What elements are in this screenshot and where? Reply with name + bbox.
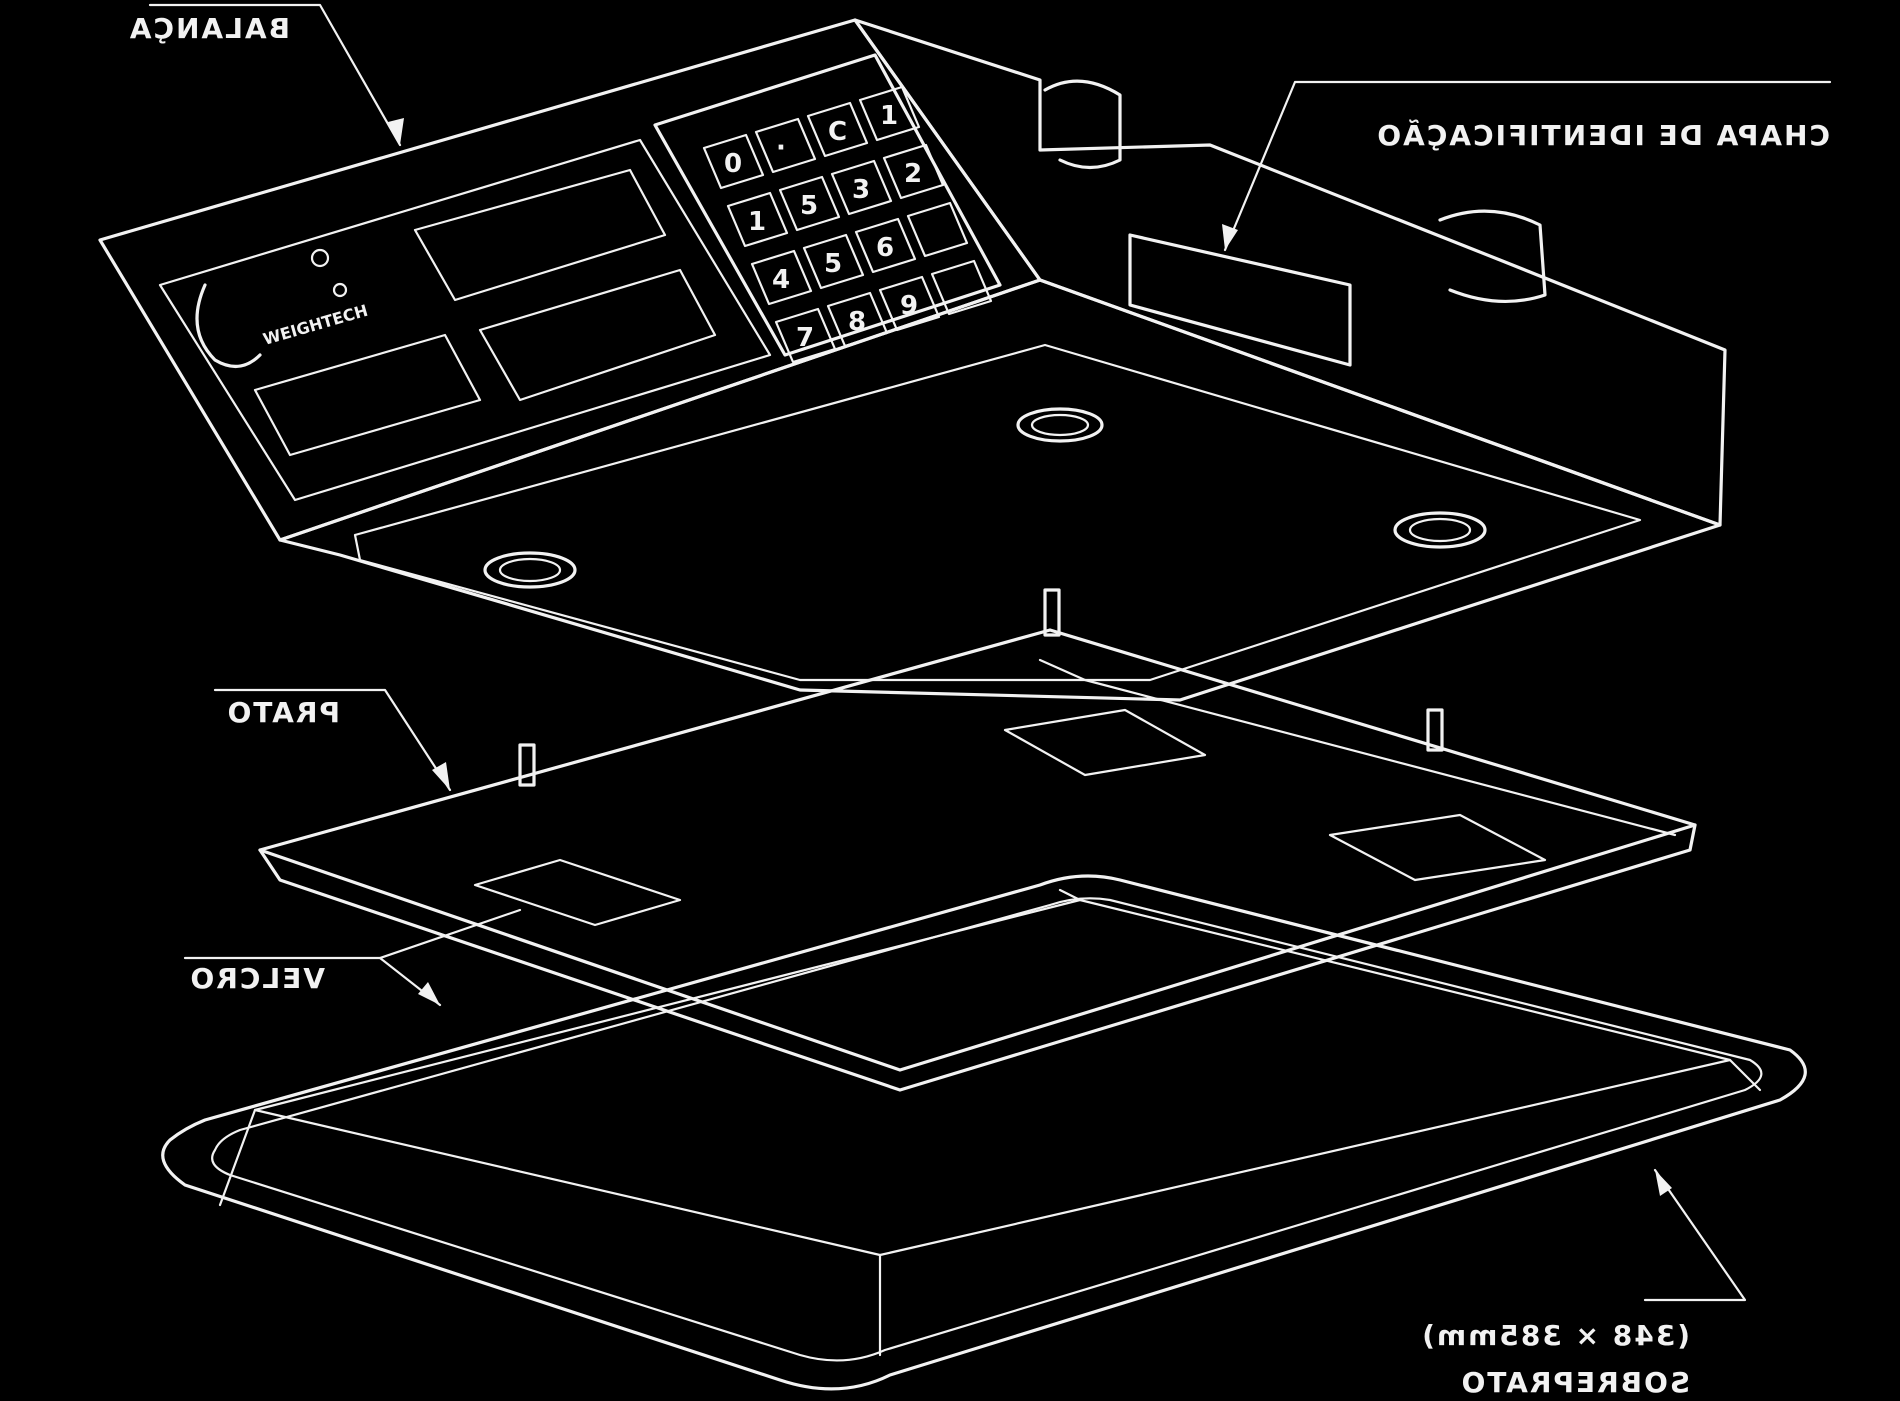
velcro-patch — [1328, 813, 1547, 882]
indicator-light — [332, 282, 348, 298]
labels: BALANÇA CHAPA DE IDENTIFICAÇÃO PRATO VEL… — [128, 12, 1830, 1399]
label-balanca: BALANÇA — [128, 12, 290, 45]
foot — [483, 551, 577, 589]
label-sobreprato: SOBREPRATO — [1460, 1366, 1690, 1399]
foot-inner — [1408, 517, 1472, 543]
label-velcro: VELCRO — [188, 962, 325, 995]
leader-lines — [148, 3, 1832, 1302]
keypad-key-label: 1 — [748, 207, 766, 237]
keypad-key-label: 2 — [904, 159, 922, 189]
keypad-key — [802, 233, 865, 290]
velcro-patch — [1003, 708, 1207, 777]
tray-corner-crease — [218, 1108, 257, 1207]
display-window-price — [478, 268, 717, 402]
foot — [1393, 511, 1487, 549]
keypad-key-label: 6 — [876, 233, 894, 263]
keypad-key-label: 9 — [900, 291, 918, 321]
pan-pin — [518, 743, 536, 787]
foot-inner — [498, 557, 562, 583]
tray-floor — [253, 898, 1732, 1257]
keypad-frame — [653, 53, 1002, 357]
identification-plate — [1128, 233, 1352, 367]
keypad-key-label: 0 — [724, 149, 742, 179]
leader-chapa — [1223, 80, 1832, 252]
keypad-key — [778, 175, 841, 232]
display-panel-frame — [158, 138, 772, 502]
keypad-key — [754, 117, 817, 174]
tray-corner-crease — [1058, 888, 1082, 902]
display-window-total — [253, 333, 482, 457]
keypad-key-label: · — [776, 133, 786, 163]
display-window-weight — [413, 168, 667, 302]
arrow-head — [388, 118, 404, 145]
keypad-key — [826, 291, 889, 348]
keypad-key-label: 5 — [824, 249, 842, 279]
foot — [1016, 407, 1104, 443]
keypad-key-label: 8 — [848, 307, 866, 337]
keypad-key-label: 7 — [796, 323, 814, 353]
tray — [161, 874, 1807, 1391]
pan-pin — [1426, 708, 1444, 752]
keypad-key — [806, 101, 869, 158]
tray-corner-crease — [1728, 1058, 1762, 1092]
scale-feet — [483, 79, 1547, 589]
tray-outer-rim — [161, 874, 1807, 1391]
arrow-head — [418, 982, 440, 1005]
leader-balanca — [148, 3, 402, 147]
keypad-key — [858, 85, 921, 142]
keypad-key — [878, 275, 941, 332]
keypad-key — [830, 159, 893, 216]
keypad-key-label: 3 — [852, 175, 870, 205]
keypad-key-label: 4 — [772, 265, 790, 295]
pan — [258, 588, 1697, 1092]
leader-velcro-patch — [378, 908, 522, 960]
leader-prato — [213, 688, 452, 792]
keypad-key — [726, 191, 789, 248]
label-prato: PRATO — [226, 696, 340, 729]
scale-base-rim — [353, 343, 1642, 682]
keypad-key — [854, 217, 917, 274]
foot-inner — [1030, 413, 1090, 437]
keypad-key-label: 1 — [880, 101, 898, 131]
keypad-key — [930, 259, 993, 316]
label-dimensoes: (348 × 385mm) — [1420, 1319, 1690, 1352]
pan-pin — [1043, 588, 1061, 637]
keypad-key-label: 5 — [800, 191, 818, 221]
indicator-light — [310, 248, 330, 268]
tray-inner-rim — [211, 897, 1763, 1362]
keypad-key — [906, 201, 969, 258]
brand-label: WEIGHTECH — [261, 301, 370, 349]
pan-inner-edge — [1038, 658, 1677, 837]
leader-sobreprato — [1643, 1168, 1747, 1302]
keypad-key — [882, 143, 945, 200]
keypad-key-label: C — [828, 117, 847, 147]
weightech-logo-mark — [195, 283, 262, 368]
arrow-head — [432, 762, 450, 790]
keypad-key — [702, 133, 765, 190]
keypad-key — [750, 249, 813, 306]
label-chapa: CHAPA DE IDENTIFICAÇÃO — [1375, 118, 1830, 152]
rear-bumper — [1043, 79, 1122, 170]
velcro-patch — [473, 858, 682, 927]
scale-front-face — [278, 278, 1722, 702]
pan-front-lip — [258, 823, 1697, 1092]
keypad-key — [774, 307, 837, 364]
arrow-head — [1222, 224, 1238, 250]
rear-bumper — [1438, 209, 1547, 303]
arrow-head — [1655, 1170, 1672, 1196]
